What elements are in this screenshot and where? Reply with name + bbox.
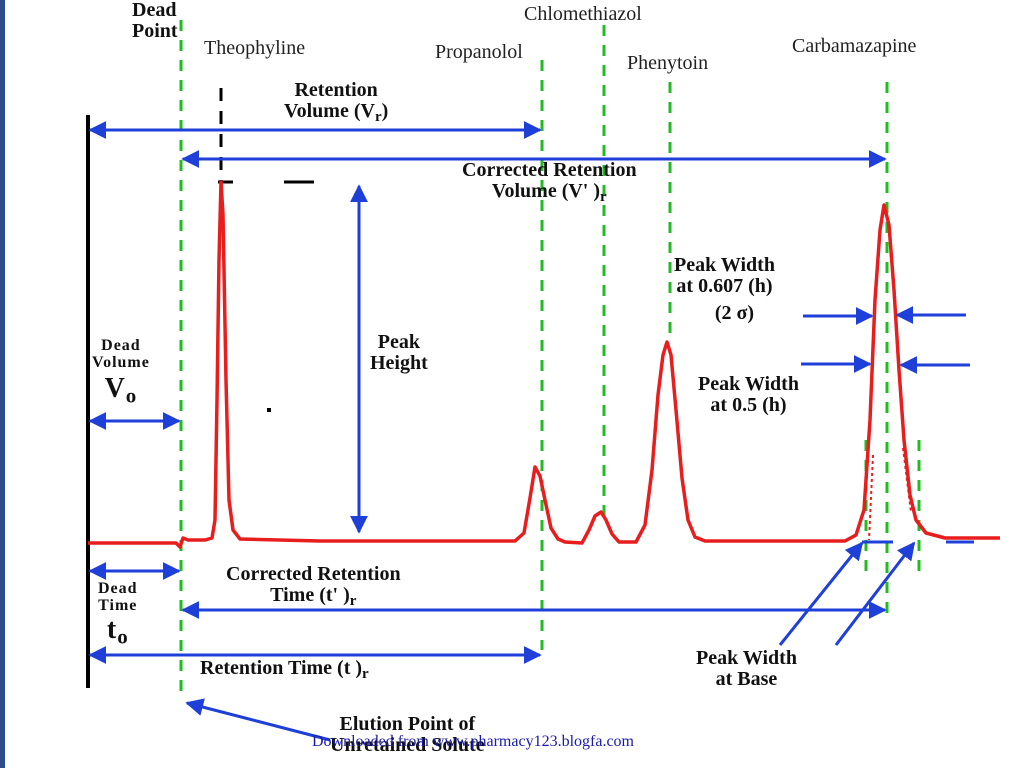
stray-dot — [267, 408, 271, 412]
dead-time-label: Dead Time to — [98, 580, 138, 648]
carbamazapine-inner-dashes — [868, 447, 912, 541]
base-width-arrow-1 — [778, 541, 864, 646]
peak-height-label: Peak Height — [370, 331, 428, 374]
corrected-retention-volume-label: Corrected Retention Volume (V' )r — [462, 159, 637, 205]
retention-time-label: Retention Time (t )r — [200, 657, 369, 682]
slide-edge-strip — [0, 0, 5, 768]
retention-volume-label: Retention Volume (Vr) — [284, 79, 389, 125]
peak-width-05-label: Peak Width at 0.5 (h) — [698, 373, 799, 416]
compound-theophyline-label: Theophyline — [204, 37, 306, 59]
peak-width-0607-label: Peak Width at 0.607 (h) (2 σ) — [674, 254, 775, 324]
chromatogram-trace — [88, 180, 1000, 549]
source-credit: Downloaded from www.pharmacy123.blogfa.c… — [312, 733, 634, 750]
corrected-retention-time-label: Corrected Retention Time (t' )r — [226, 563, 401, 609]
dead-volume-label: Dead Volume Vo — [92, 337, 150, 407]
dead-point-label: Dead Point — [132, 0, 178, 42]
compound-propanolol-label: Propanolol — [435, 41, 523, 63]
peak-width-base-label: Peak Width at Base — [696, 647, 797, 690]
compound-chlomethiazol-label: Chlomethiazol — [524, 3, 642, 25]
base-width-arrow-2 — [834, 541, 916, 646]
elution-point-label: Elution Point of Unretained Solute — [330, 713, 485, 756]
elution-point-arrow — [185, 698, 331, 742]
compound-phenytoin-label: Phenytoin — [627, 52, 709, 74]
compound-carbamazapine-label: Carbamazapine — [792, 35, 917, 57]
